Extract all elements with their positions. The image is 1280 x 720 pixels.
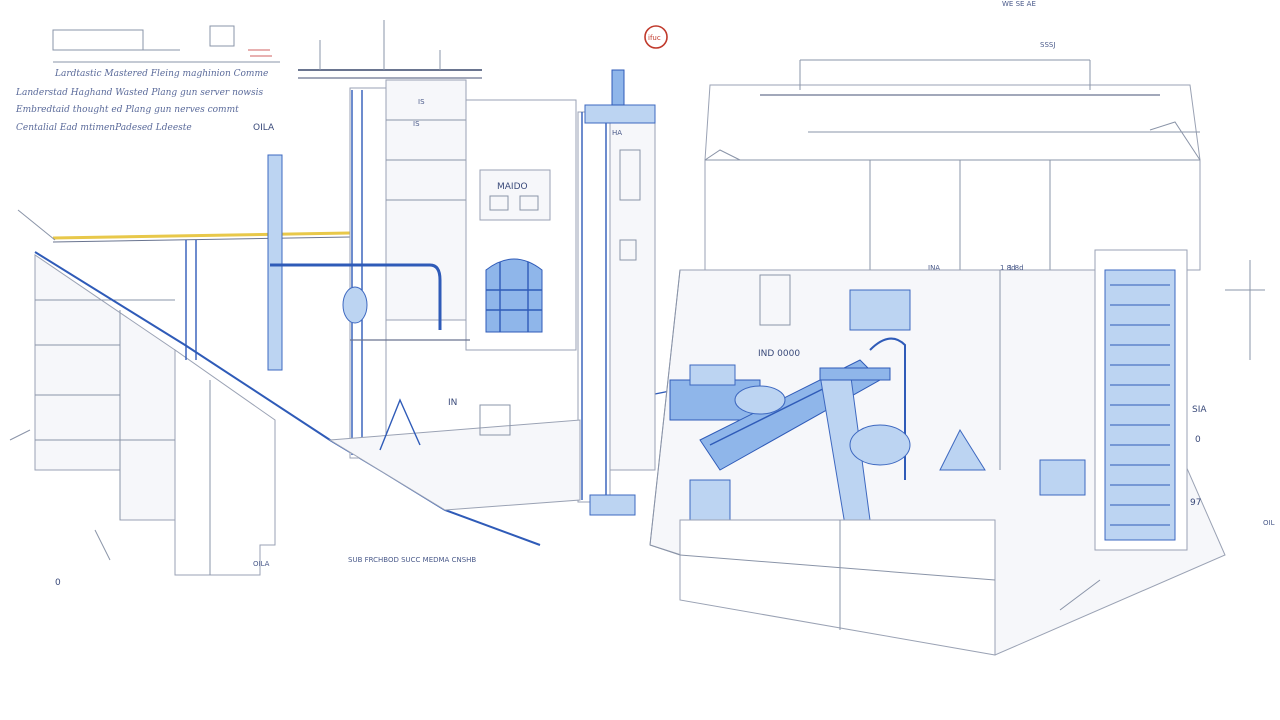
rack-tag-2: 1 8d <box>1000 264 1016 272</box>
left-tower-tag-b: IS <box>413 120 420 128</box>
tower-sub-tag: HA <box>612 129 622 137</box>
dim-top: SSSJ <box>1040 41 1055 49</box>
title-block: Lardtastic Mastered Fleing maghinion Com… <box>15 25 280 133</box>
left-tower-tag-a: IS <box>418 98 425 106</box>
right-tag-2: 0 <box>1195 435 1201 445</box>
rack-tag: 1 8d <box>1008 264 1024 272</box>
title-note-line-2: Landerstad Haghand Wasted Plang gun serv… <box>15 88 263 98</box>
pipework <box>185 154 470 371</box>
left-tag-1: OILA <box>253 560 270 568</box>
title-note-line-3: Embredtaid thought ed Plang gun nerves c… <box>15 105 239 115</box>
lower-middle-section: IN SUB FRCHBOD SUCC MEDMA CNSHB <box>328 398 581 564</box>
title-note-line-4: Centalial Ead mtimenPadesed Ldeeste <box>16 123 192 133</box>
tower-tag: MAIDO <box>497 182 528 192</box>
machine-tag: IND 0000 <box>758 349 800 359</box>
left-tower: IS IS <box>298 20 482 459</box>
mid-label-a: IN <box>448 398 457 408</box>
central-building: MAIDO <box>465 99 577 351</box>
sheet-ref: OILA <box>253 123 275 133</box>
top-right-ref: WE SE AE <box>1002 0 1036 8</box>
title-note-line-1: Lardtastic Mastered Fleing maghinion Com… <box>54 69 268 79</box>
edge-tag: OIL <box>1263 519 1275 527</box>
floor-note: SUB FRCHBOD SUCC MEDMA CNSHB <box>348 556 476 564</box>
hall-label: INA <box>928 264 940 272</box>
dimension-leaders <box>9 209 1265 611</box>
right-stair-tower: SIA 0 97 <box>1094 249 1207 551</box>
yellow-rail <box>52 231 351 243</box>
lower-platform <box>679 519 996 656</box>
right-tag-1: SIA <box>1192 405 1207 415</box>
red-stamp-text: ifuc <box>648 34 661 42</box>
red-stamp: ifuc <box>644 25 668 49</box>
left-tag-2: 0 <box>55 578 61 588</box>
right-tag-3: 97 <box>1190 498 1201 508</box>
central-tower: HA <box>577 69 656 516</box>
